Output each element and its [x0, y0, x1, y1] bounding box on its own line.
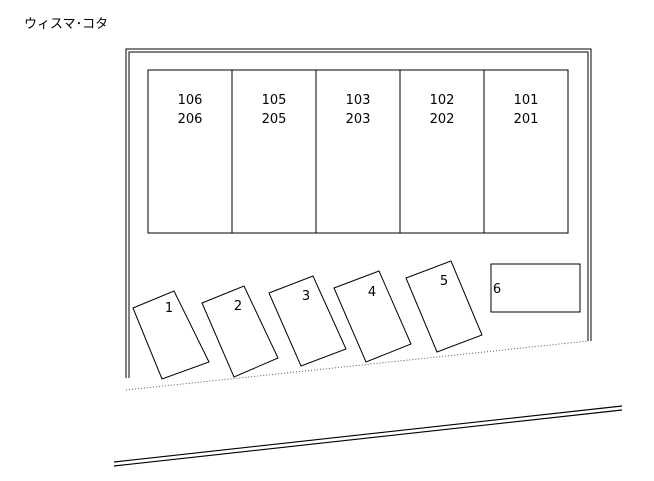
unit-box — [147, 69, 233, 234]
parking-space-box — [405, 260, 483, 353]
unit-2: 105 205 — [231, 69, 317, 234]
property-boundary-inner — [128, 51, 589, 378]
road-line-bottom — [113, 409, 623, 467]
unit-upper-label: 203 — [346, 112, 371, 127]
unit-box — [399, 69, 485, 234]
page-title: ウィスマ･コタ — [24, 17, 109, 32]
parking-space-box — [132, 290, 210, 380]
unit-box — [483, 69, 569, 234]
property-boundary-outer — [125, 48, 592, 378]
parking-space-label: 1 — [165, 301, 173, 316]
parking-space-1: 1 — [132, 290, 210, 380]
parking-space-box — [333, 270, 412, 363]
parking-space-label: 2 — [234, 299, 242, 314]
parking-area: 1 2 3 4 5 6 — [132, 260, 581, 380]
parking-space-box — [490, 263, 581, 313]
parking-space-3: 3 — [268, 275, 347, 367]
unit-lower-label: 105 — [262, 93, 287, 108]
unit-5: 101 201 — [483, 69, 569, 234]
lot-line — [125, 340, 589, 391]
unit-lower-label: 103 — [346, 93, 371, 108]
unit-4: 102 202 — [399, 69, 485, 234]
unit-lower-label: 101 — [514, 93, 539, 108]
unit-upper-label: 202 — [430, 112, 455, 127]
parking-space-label: 4 — [368, 285, 376, 300]
unit-3: 103 203 — [315, 69, 401, 234]
unit-upper-label: 206 — [178, 112, 203, 127]
road-line-top — [113, 405, 623, 463]
unit-upper-label: 205 — [262, 112, 287, 127]
parking-space-4: 4 — [333, 270, 412, 363]
unit-box — [231, 69, 317, 234]
parking-space-box — [201, 285, 279, 378]
parking-space-2: 2 — [201, 285, 279, 378]
unit-lower-label: 106 — [178, 93, 203, 108]
unit-1: 106 206 — [147, 69, 233, 234]
building: 106 206 105 205 103 203 102 202 101 201 — [147, 69, 569, 234]
parking-space-box — [268, 275, 347, 367]
parking-space-label: 5 — [440, 274, 448, 289]
parking-space-label: 3 — [302, 289, 310, 304]
parking-space-5: 5 — [405, 260, 483, 353]
parking-space-label: 6 — [493, 282, 501, 297]
parking-space-6: 6 — [490, 263, 581, 313]
unit-lower-label: 102 — [430, 93, 455, 108]
unit-upper-label: 201 — [514, 112, 539, 127]
unit-box — [315, 69, 401, 234]
